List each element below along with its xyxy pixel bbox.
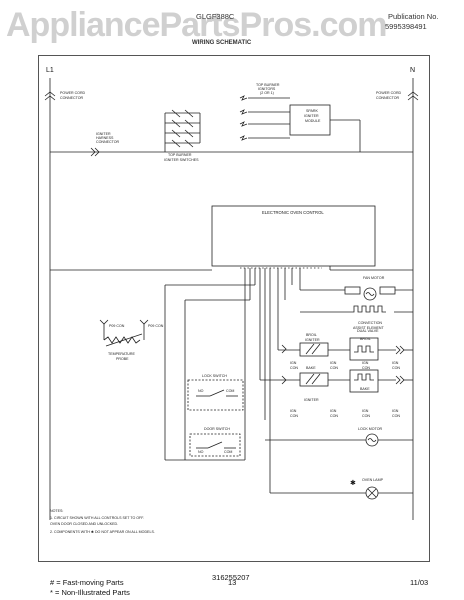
bake-con-label-1: CON xyxy=(290,414,298,418)
top-burner-switches xyxy=(164,109,201,152)
convection-label-1: CONVECTION xyxy=(358,321,382,325)
door-switch-label: DOOR SWITCH xyxy=(204,427,230,431)
door-switch-com: COM xyxy=(224,450,232,454)
broil-igniter xyxy=(299,342,329,357)
spark-module-label-1: SPARK xyxy=(306,109,319,113)
bake-valve-ign-label-1: IGN xyxy=(362,409,369,413)
temp-probe-label-1: TEMPERATURE xyxy=(108,352,135,356)
revision-date: 11/03 xyxy=(410,578,429,587)
publication-label: Publication No. xyxy=(388,12,439,21)
l1-label: L1 xyxy=(46,67,54,74)
bake-con-label-2: CON xyxy=(330,414,338,418)
notes-title: NOTES: xyxy=(50,509,63,513)
power-cord-right-label-2: CONNECTOR xyxy=(376,96,399,100)
note-1: 1. CIRCUIT SHOWN WITH ALL CONTROLS SET T… xyxy=(50,516,144,520)
top-burner-ignitors xyxy=(239,95,290,141)
power-cord-right-connector xyxy=(407,91,419,101)
note-1b: OVEN DOOR CLOSED AND UNLOCKED. xyxy=(50,522,118,526)
oven-lamp-star: ✱ xyxy=(350,479,356,487)
legend-fast-moving: # = Fast-moving Parts xyxy=(50,578,124,587)
valve-ign-label-1: IGN xyxy=(362,361,369,365)
temp-probe-label-2: PROBE xyxy=(116,357,129,361)
power-cord-left-label-1: POWER CORD xyxy=(60,91,86,95)
broil-igniter-label-2: IGNITER xyxy=(305,338,320,342)
bake-valve xyxy=(349,369,379,393)
spark-module-label-2: IGNITER xyxy=(304,114,319,118)
bake-valve-con-label-1: CON xyxy=(362,414,370,418)
spark-module-label-3: MODULE xyxy=(305,119,321,123)
bake-valve-con-label-2: CON xyxy=(392,414,400,418)
lock-switch-no: NO xyxy=(198,389,204,393)
top-burner-switches-label-2: IGNITER SWITCHES xyxy=(164,158,199,162)
power-cord-left-connector xyxy=(44,91,56,101)
lock-switch-label: LOCK SWITCH xyxy=(202,374,227,378)
broil-con-label-2: CON xyxy=(330,366,338,370)
electronic-oven-control-label: ELECTRONIC OVEN CONTROL xyxy=(262,210,324,215)
igniter-harness-label-3: CONNECTOR xyxy=(96,140,119,144)
page-title: WIRING SCHEMATIC xyxy=(192,40,252,46)
bake-ign-label-1: IGN xyxy=(290,409,297,413)
bake-igniter-label-1: BAKE xyxy=(306,366,316,370)
top-burner-ignitors-label-2: IGNITORS xyxy=(258,87,276,91)
model-number: GLGF388C xyxy=(196,12,235,21)
broil-valve xyxy=(349,337,379,361)
publication-number: 5995398491 xyxy=(385,22,427,31)
top-burner-ignitors-label-3: (2 OR 1) xyxy=(260,91,274,95)
bake-igniter-label-2: IGNITER xyxy=(304,398,319,402)
dual-valve-label: DUAL VALVE xyxy=(357,329,379,333)
lock-motor-label: LOCK MOTOR xyxy=(358,427,382,431)
legend-non-illustrated: * = Non-Illustrated Parts xyxy=(50,588,130,597)
lock-switch xyxy=(187,379,244,411)
broil-valve-label: BROIL xyxy=(360,337,371,341)
diagram-number: 316255207 xyxy=(212,573,250,582)
bake-valve-ign-label-2: IGN xyxy=(392,409,399,413)
bake-ign-label-2: IGN xyxy=(330,409,337,413)
igniter-harness-label-2: HARNESS xyxy=(96,136,114,140)
n-label: N xyxy=(410,67,415,74)
valve-con-label-2: CON xyxy=(392,366,400,370)
electronic-oven-control xyxy=(211,205,376,267)
page-number: 13 xyxy=(228,578,237,587)
convection-label-2: ASSIST ELEMENT xyxy=(353,326,384,330)
broil-ign-label-2: IGN xyxy=(330,361,337,365)
lock-switch-com: COM xyxy=(226,389,234,393)
note-2: 2. COMPONENTS WITH ✱ DO NOT APPEAR ON AL… xyxy=(50,530,155,534)
bake-valve-label: BAKE xyxy=(360,387,370,391)
top-burner-ignitors-label-1: TOP BURNER xyxy=(256,83,280,87)
control-leads xyxy=(50,266,413,440)
igniter-harness-label-1: IGNITER xyxy=(96,132,111,136)
door-switch xyxy=(189,433,241,457)
broil-con-label-1: CON xyxy=(290,366,298,370)
broil-ign-label-1: IGN xyxy=(290,361,297,365)
schematic-frame xyxy=(38,55,430,562)
convection-element xyxy=(350,305,386,313)
power-cord-left-label-2: CONNECTOR xyxy=(60,96,83,100)
pin-label-2: P09 CON xyxy=(148,324,164,328)
broil-igniter-label-1: BROIL xyxy=(306,333,317,337)
valve-con-label-1: CON xyxy=(362,366,370,370)
pin-label-1: P09 CON xyxy=(109,324,125,328)
watermark: AppliancePartsPros.com xyxy=(6,6,387,44)
power-cord-right-label-1: POWER CORD xyxy=(376,91,402,95)
oven-lamp-label: OVEN LAMP xyxy=(362,478,384,482)
valve-ign-label-2: IGN xyxy=(392,361,399,365)
temperature-probe xyxy=(99,319,149,347)
door-switch-no: NO xyxy=(198,450,204,454)
fan-motor-label: FAN MOTOR xyxy=(363,276,385,280)
fan-motor xyxy=(363,287,377,301)
bake-igniter xyxy=(299,372,329,387)
top-burner-switches-label-1: TOP BURNER xyxy=(168,153,192,157)
